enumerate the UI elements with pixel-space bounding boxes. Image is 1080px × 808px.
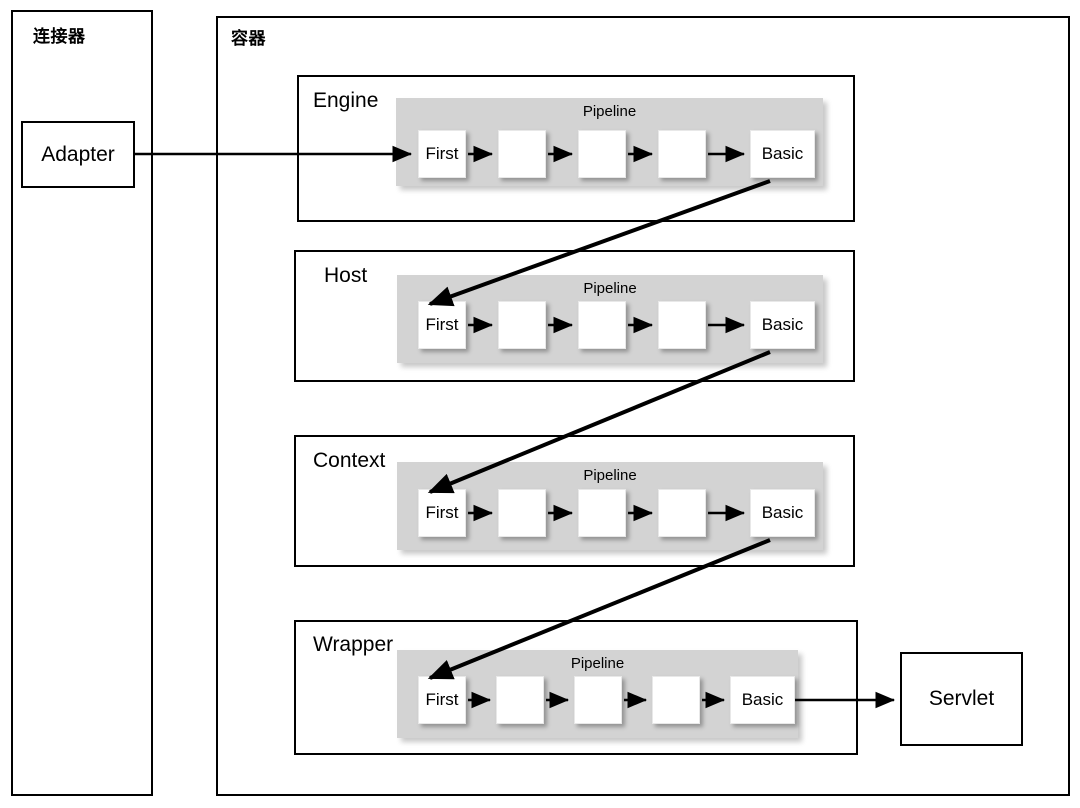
- engine-valve-basic[interactable]: Basic: [750, 130, 815, 178]
- host-valve-3[interactable]: [578, 301, 626, 349]
- wrapper-valve-basic[interactable]: Basic: [730, 676, 795, 724]
- context-valve-first[interactable]: First: [418, 489, 466, 537]
- context-pipeline-label: Pipeline: [583, 467, 637, 484]
- engine-valve-first[interactable]: First: [418, 130, 466, 178]
- servlet-box[interactable]: Servlet: [900, 652, 1023, 746]
- wrapper-valve-4[interactable]: [652, 676, 700, 724]
- host-valve-2[interactable]: [498, 301, 546, 349]
- wrapper-valve-first[interactable]: First: [418, 676, 466, 724]
- adapter-box[interactable]: Adapter: [21, 121, 135, 188]
- host-section-label: Host: [324, 264, 368, 287]
- context-valve-2[interactable]: [498, 489, 546, 537]
- host-valve-first[interactable]: First: [418, 301, 466, 349]
- host-valve-basic[interactable]: Basic: [750, 301, 815, 349]
- context-valve-3[interactable]: [578, 489, 626, 537]
- context-valve-basic[interactable]: Basic: [750, 489, 815, 537]
- wrapper-section-label: Wrapper: [313, 633, 394, 656]
- wrapper-valve-3[interactable]: [574, 676, 622, 724]
- engine-pipeline-label: Pipeline: [582, 103, 637, 120]
- wrapper-pipeline-label: Pipeline: [570, 655, 625, 672]
- connector-region-label: 连接器: [33, 27, 86, 46]
- engine-valve-2[interactable]: [498, 130, 546, 178]
- engine-valve-4[interactable]: [658, 130, 706, 178]
- container-region-label: 容器: [231, 29, 266, 48]
- engine-section-label: Engine: [313, 89, 379, 112]
- wrapper-valve-2[interactable]: [496, 676, 544, 724]
- host-pipeline-label: Pipeline: [583, 280, 637, 297]
- host-valve-4[interactable]: [658, 301, 706, 349]
- context-valve-4[interactable]: [658, 489, 706, 537]
- context-section-label: Context: [313, 449, 386, 472]
- engine-valve-3[interactable]: [578, 130, 626, 178]
